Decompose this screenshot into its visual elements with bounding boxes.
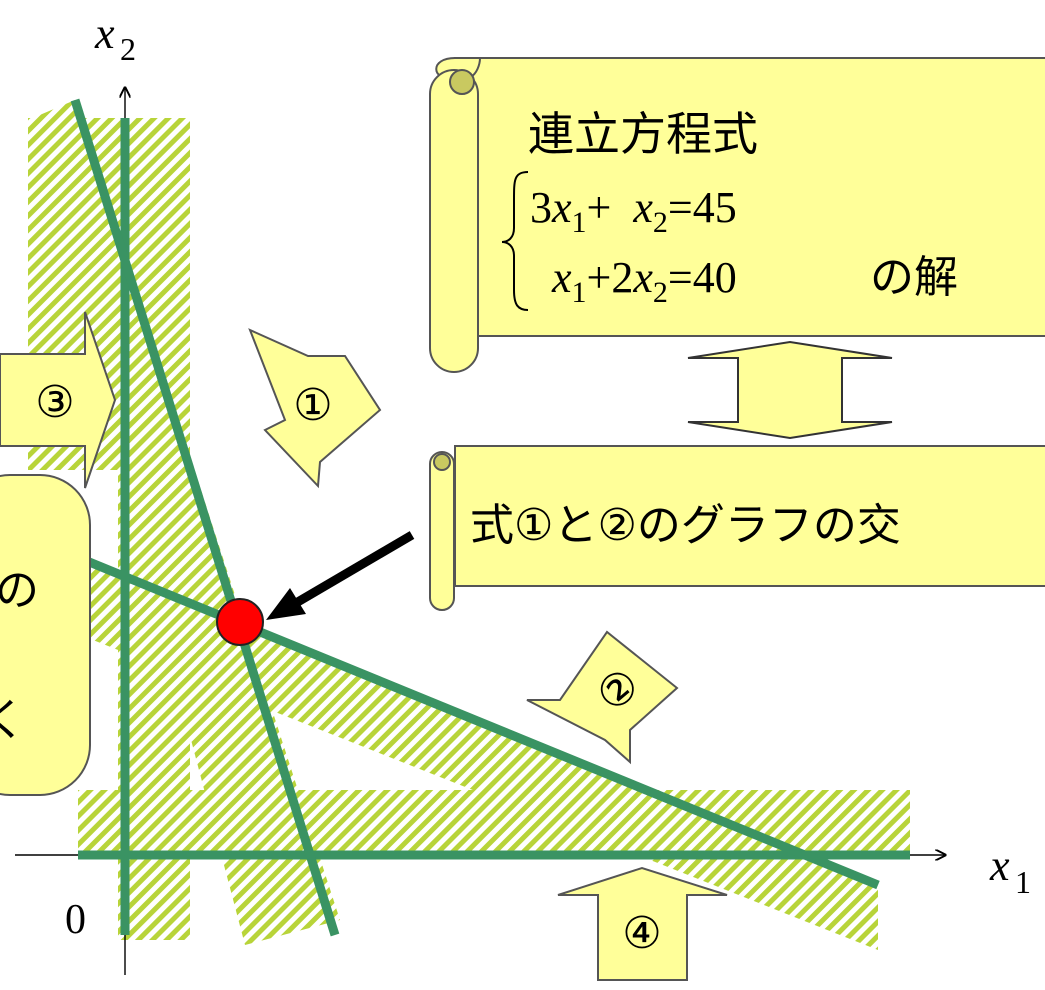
constraint-lines [58, 98, 910, 937]
callout-4-label: ④ [622, 908, 661, 959]
equation-2: x1+2x2=40 [551, 253, 737, 309]
hatch-band-x1-ge-0 [28, 118, 190, 940]
origin-label: 0 [65, 897, 86, 943]
hatch-band-line-1 [28, 100, 340, 945]
intersection-point [216, 598, 264, 646]
x1-axis-subscript: 1 [1015, 864, 1031, 900]
hatched-regions [28, 100, 910, 950]
equation-1: 3x1+x2=45 [530, 183, 737, 239]
x1-axis-label: x [989, 841, 1010, 890]
scroll-equations: 連立方程式 3x1+x2=45 x1+2x2=40 の解 [429, 57, 1045, 373]
line-1 [70, 98, 340, 937]
left-note-box: の く [0, 474, 91, 796]
equivalence-arrow [687, 340, 893, 440]
equation-brace [501, 171, 529, 311]
pointer-arrow [266, 531, 415, 620]
scroll-title: 連立方程式 [528, 107, 758, 161]
left-note-line-1: の [0, 565, 39, 616]
callout-constraint-1: ① [248, 328, 382, 489]
callout-constraint-3: ③ [0, 311, 117, 489]
callout-1-label: ① [293, 380, 332, 431]
scroll-intersection-text: 式①と②のグラフの交 [470, 500, 901, 551]
equation-suffix: の解 [870, 252, 958, 303]
line-2 [58, 545, 880, 890]
scroll-intersection: 式①と②のグラフの交 [429, 445, 1045, 611]
x2-axis-label: x [94, 9, 115, 58]
callout-3-label: ③ [35, 377, 74, 428]
x2-axis-subscript: 2 [120, 31, 136, 67]
hatch-band-x2-ge-0 [78, 790, 910, 855]
callout-constraint-4: ④ [557, 866, 728, 981]
callout-constraint-2: ② [526, 630, 679, 765]
left-note-line-2: く [0, 695, 26, 746]
